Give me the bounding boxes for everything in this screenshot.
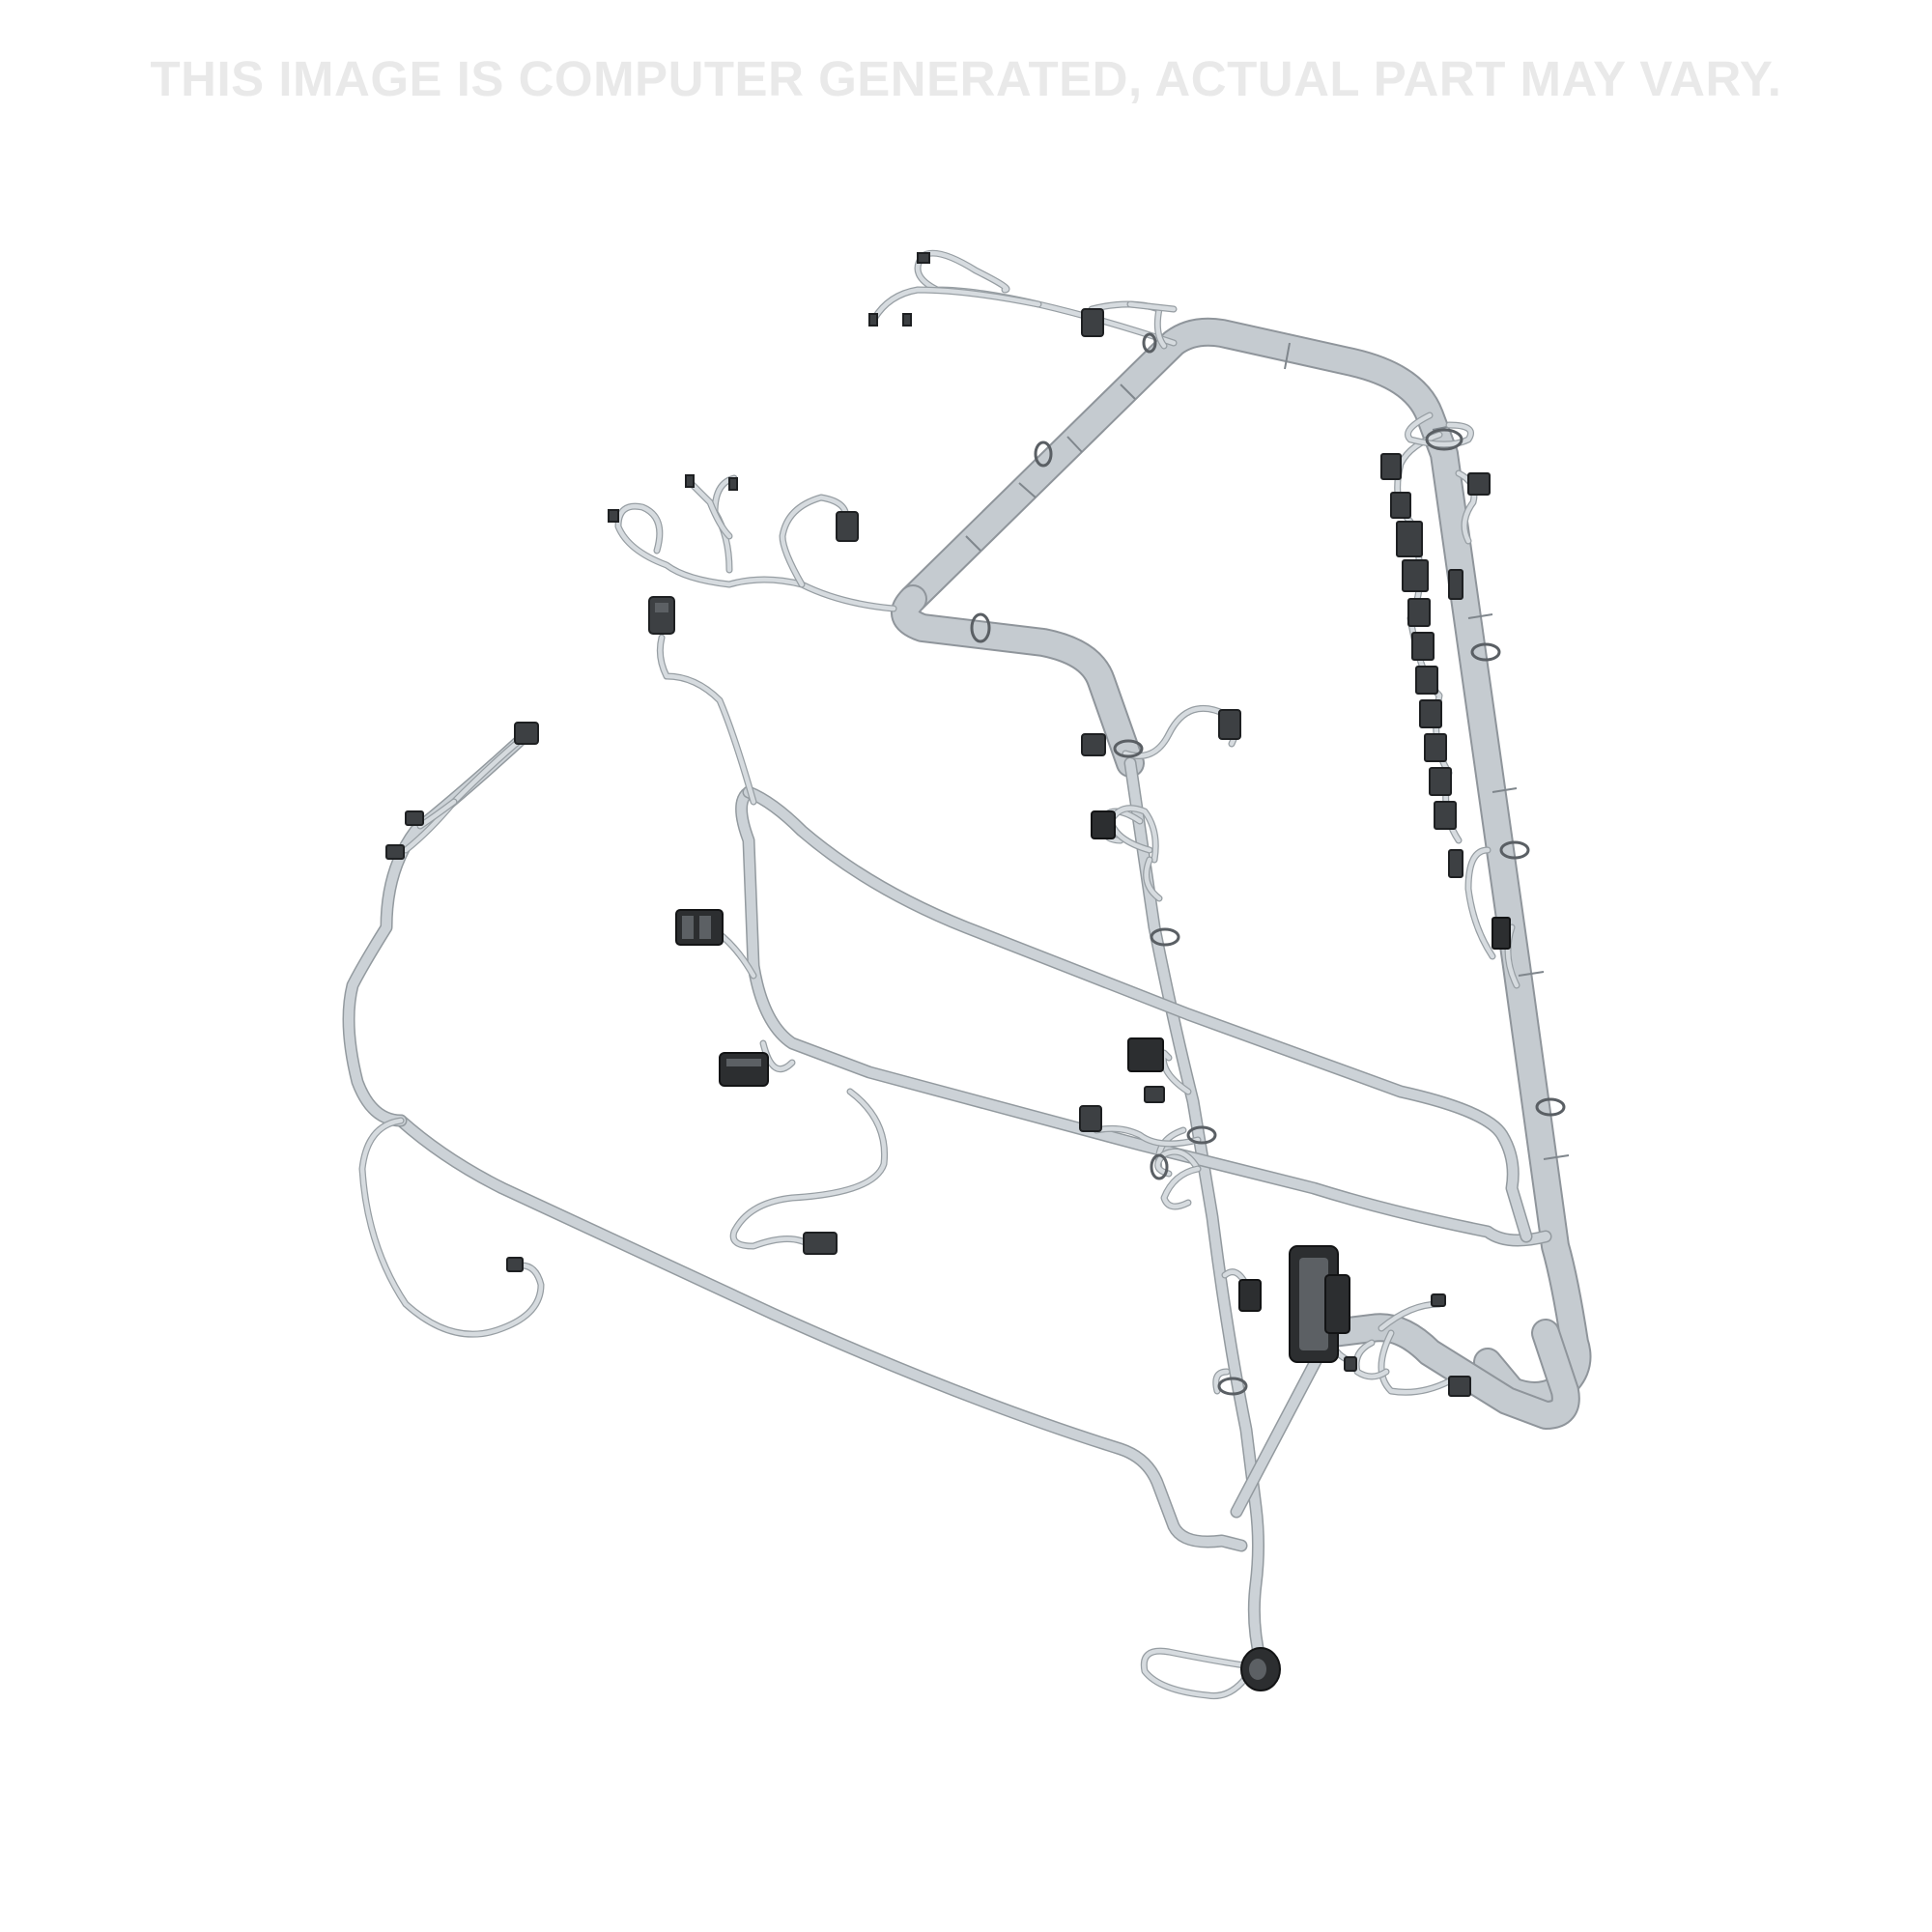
connector-mid-3 [728, 477, 738, 491]
connector-right-1 [1380, 453, 1402, 480]
connector-far-left-2 [405, 810, 424, 826]
connector-top-2 [868, 313, 878, 327]
connector-right-4 [1402, 559, 1429, 592]
connector-right-2 [1390, 492, 1411, 519]
connector-top-4 [917, 252, 930, 264]
connector-lower-left [803, 1232, 838, 1255]
main-trunk [891, 317, 1592, 1430]
connector-right-14 [1448, 849, 1463, 878]
connector-right-7 [1415, 666, 1438, 695]
connector-mid-1 [836, 511, 859, 542]
connector-branch-1 [1218, 709, 1241, 740]
connector-top-3 [902, 313, 912, 327]
connector-right-6 [1411, 632, 1435, 661]
connector-right-8 [1419, 699, 1442, 728]
connector-bulk-2 [1448, 1376, 1471, 1397]
connector-right-11 [1434, 801, 1457, 830]
branch-bundles [342, 732, 1552, 1668]
connector-bulk-3 [1344, 1356, 1357, 1372]
connector-mid-2 [685, 474, 695, 488]
connector-branch-3 [1091, 810, 1116, 839]
connector-right-12 [1448, 569, 1463, 600]
connector-right-3 [1396, 521, 1423, 557]
connector-right-5 [1407, 598, 1431, 627]
connector-right-13 [1467, 472, 1491, 496]
connectors [385, 252, 1511, 1691]
connector-left-loop [506, 1257, 524, 1272]
connector-branch-5 [1144, 1086, 1165, 1103]
disclaimer-text: THIS IMAGE IS COMPUTER GENERATED, ACTUAL… [150, 51, 1782, 106]
connector-branch-7 [1238, 1279, 1262, 1312]
connector-mid-4 [608, 509, 619, 523]
connector-bulk-1 [1431, 1293, 1446, 1307]
connector-branch-2 [1081, 733, 1106, 756]
connector-far-left-3 [385, 844, 405, 860]
connector-right-9 [1424, 733, 1447, 762]
connector-right-10 [1429, 767, 1452, 796]
bundle-clips [970, 332, 1566, 1396]
connector-top-1 [1081, 308, 1104, 337]
connector-left-upper [648, 596, 675, 635]
connector-branch-6 [1079, 1105, 1102, 1132]
connector-far-left-1 [514, 722, 539, 745]
connector-large-left [719, 1052, 769, 1087]
fine-wires [358, 249, 1520, 1700]
connector-branch-4 [1127, 1037, 1164, 1072]
connector-right-15 [1492, 917, 1511, 950]
